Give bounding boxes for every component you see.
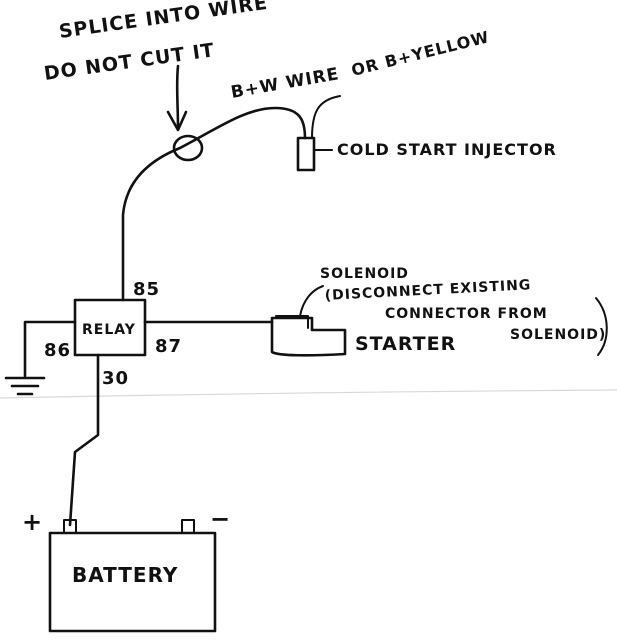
by-wire-label: OR B+YELLOW [349, 27, 491, 80]
battery-label: BATTERY [72, 563, 178, 587]
solenoid-note-line3: CONNECTOR FROM [385, 306, 548, 322]
cold-start-injector [296, 136, 316, 172]
paper-fold [0, 389, 617, 399]
pin-30-label: 30 [102, 368, 129, 389]
battery-box [48, 531, 217, 633]
injector-second-wire [311, 95, 341, 139]
cold-start-label: COLD START INJECTOR [337, 140, 557, 159]
injector-feed-wire [121, 106, 307, 302]
solenoid-label: SOLENOID [320, 266, 409, 282]
relay-label: RELAY [82, 322, 136, 338]
splice-arrow [175, 64, 180, 130]
solenoid-note-bracket [595, 297, 608, 356]
pin-87-label: 87 [155, 336, 182, 357]
splice-point-circle [172, 134, 204, 162]
splice-label-line1: SPLICE INTO WIRE [58, 0, 270, 43]
ground-wire [23, 320, 77, 378]
solenoid-leader-line [299, 285, 324, 317]
pin-85-label: 85 [133, 279, 160, 300]
splice-label-line2: DO NOT CUT IT [43, 39, 217, 85]
battery-negative-terminal [181, 519, 195, 534]
solenoid-connector [275, 315, 309, 329]
solenoid-note-line4: SOLENOID) [510, 327, 606, 343]
bw-wire-label: B+W WIRE [229, 64, 340, 103]
relay-box [73, 298, 147, 357]
battery-minus-sign: − [210, 505, 231, 533]
starter-label: STARTER [355, 333, 456, 355]
battery-wire [68, 353, 100, 527]
pin-86-label: 86 [44, 340, 71, 361]
splice-arrowhead [166, 110, 188, 132]
starter-body [270, 316, 347, 357]
battery-positive-terminal [63, 519, 77, 534]
ground-symbol [4, 376, 46, 396]
battery-plus-sign: + [22, 508, 43, 536]
